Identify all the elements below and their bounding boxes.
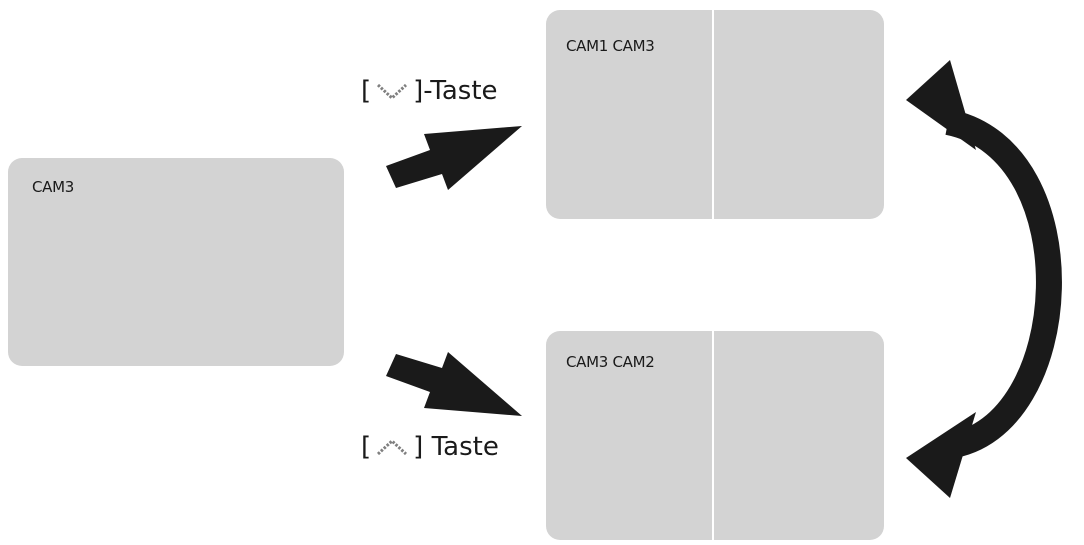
split-divider-top bbox=[712, 10, 714, 219]
split-view-top-screen: CAM1 CAM3 bbox=[546, 10, 884, 219]
toggle-arrowhead-top bbox=[906, 60, 976, 150]
split-view-top-label: CAM1 CAM3 bbox=[566, 37, 655, 55]
split-view-bottom-label: CAM3 CAM2 bbox=[566, 353, 655, 371]
down-key-text: ]-Taste bbox=[413, 76, 498, 106]
toggle-curved-arrow bbox=[944, 109, 1062, 459]
up-key-label: [ ] Taste bbox=[361, 432, 499, 462]
arrow-to-top-split bbox=[386, 126, 522, 190]
down-key-label: [ ]-Taste bbox=[361, 76, 498, 106]
up-key-text: ] Taste bbox=[413, 432, 499, 462]
toggle-arrowhead-bottom bbox=[906, 412, 976, 498]
chevron-down-icon bbox=[372, 79, 412, 103]
single-view-screen: CAM3 bbox=[8, 158, 344, 366]
up-key-open-bracket: [ bbox=[361, 432, 372, 462]
chevron-up-icon bbox=[372, 435, 412, 459]
arrow-to-bottom-split bbox=[386, 352, 522, 416]
single-view-label: CAM3 bbox=[32, 178, 75, 196]
down-key-open-bracket: [ bbox=[361, 76, 372, 106]
split-view-bottom-screen: CAM3 CAM2 bbox=[546, 331, 884, 540]
split-divider-bottom bbox=[712, 331, 714, 540]
